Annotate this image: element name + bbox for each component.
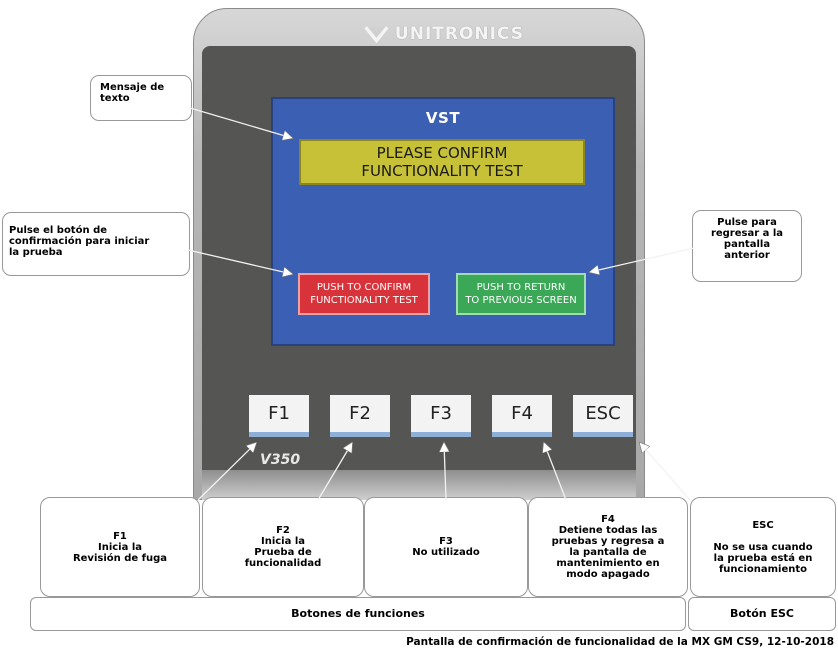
callout-line: pantalla xyxy=(723,239,771,250)
f2-key[interactable]: F2 xyxy=(330,395,390,437)
description-line: la prueba está en xyxy=(713,552,813,564)
arrow-to-f2 xyxy=(317,443,352,501)
arrow-to-return-button xyxy=(590,247,695,272)
f3-description: F3 No utilizado xyxy=(364,497,528,597)
description-line: mantenimiento en xyxy=(556,558,660,569)
screen-title: VST xyxy=(425,109,461,127)
arrow-to-f4 xyxy=(544,443,567,501)
message-line: FUNCTIONALITY TEST xyxy=(361,162,523,180)
description-line: funcionamiento xyxy=(718,563,808,575)
arrow-to-esc xyxy=(640,443,691,501)
callout-line: anterior xyxy=(724,250,770,261)
description-line: modo apagado xyxy=(566,569,650,580)
description-line: No utilizado xyxy=(412,547,480,558)
model-label: V350 xyxy=(260,452,301,468)
button-label-line: PUSH TO RETURN xyxy=(476,282,566,293)
description-line: ESC xyxy=(752,519,774,531)
figure-caption: Pantalla de confirmación de funcionalida… xyxy=(406,636,834,648)
f3-key[interactable]: F3 xyxy=(411,395,471,437)
callout-line: regresar a la xyxy=(710,228,784,239)
text-message-box: PLEASE CONFIRM FUNCTIONALITY TEST xyxy=(299,139,585,185)
description-line: No se usa cuando xyxy=(713,541,813,553)
return-previous-screen-button[interactable]: PUSH TO RETURN TO PREVIOUS SCREEN xyxy=(456,273,586,315)
description-line: Inicia la xyxy=(97,541,143,553)
description-line: F2 xyxy=(276,525,290,536)
description-line: F3 xyxy=(439,536,453,547)
unitronics-logo-icon xyxy=(364,26,389,44)
description-line: Inicia la xyxy=(260,536,306,547)
esc-key[interactable]: ESC xyxy=(573,395,633,437)
callout-confirm-hint: Pulse el botón de confirmación para inic… xyxy=(2,212,190,276)
arrow-to-confirm-button xyxy=(187,249,292,274)
confirm-functionality-test-button[interactable]: PUSH TO CONFIRM FUNCTIONALITY TEST xyxy=(298,273,430,315)
description-line: funcionalidad xyxy=(244,558,322,569)
f4-description: F4 Detiene todas las pruebas y regresa a… xyxy=(528,497,688,597)
description-line: F1 xyxy=(113,530,127,542)
f1-key[interactable]: F1 xyxy=(249,395,309,437)
callout-line: texto xyxy=(100,93,130,104)
f1-description: F1 Inicia la Revisión de fuga xyxy=(40,497,200,597)
callout-text-message: Mensaje de texto xyxy=(90,75,192,121)
f4-key[interactable]: F4 xyxy=(492,395,552,437)
callout-line: Pulse el botón de xyxy=(9,225,108,236)
message-line: PLEASE CONFIRM xyxy=(376,144,508,162)
esc-description: ESC No se usa cuando la prueba está en f… xyxy=(690,497,836,597)
arrow-to-f3 xyxy=(444,443,446,501)
arrow-to-message xyxy=(189,107,292,138)
button-label-line: FUNCTIONALITY TEST xyxy=(310,295,418,306)
description-line: F4 xyxy=(601,514,615,525)
hmi-screen: VST PLEASE CONFIRM FUNCTIONALITY TEST PU… xyxy=(271,97,615,346)
description-line: Detiene todas las xyxy=(558,525,658,536)
brand-name: UNITRONICS xyxy=(394,24,524,44)
callout-return-hint: Pulse para regresar a la pantalla anteri… xyxy=(692,210,802,282)
button-label-line: TO PREVIOUS SCREEN xyxy=(465,295,577,306)
arrow-to-f1 xyxy=(197,443,256,501)
button-label-line: PUSH TO CONFIRM xyxy=(316,282,412,293)
esc-button-group: Botón ESC xyxy=(688,597,836,631)
f2-description: F2 Inicia la Prueba de funcionalidad xyxy=(202,497,364,597)
callout-line: confirmación para iniciar xyxy=(9,236,150,247)
description-line: la pantalla de xyxy=(569,547,647,558)
callout-line: Mensaje de xyxy=(100,82,165,93)
brand-logo: UNITRONICS xyxy=(364,22,524,46)
callout-line: la prueba xyxy=(9,247,63,258)
description-line: pruebas y regresa a xyxy=(551,536,665,547)
description-line: Prueba de xyxy=(254,547,312,558)
callout-line: Pulse para xyxy=(717,217,777,228)
function-buttons-group: Botones de funciones xyxy=(30,597,686,631)
description-line: Revisión de fuga xyxy=(72,552,168,564)
